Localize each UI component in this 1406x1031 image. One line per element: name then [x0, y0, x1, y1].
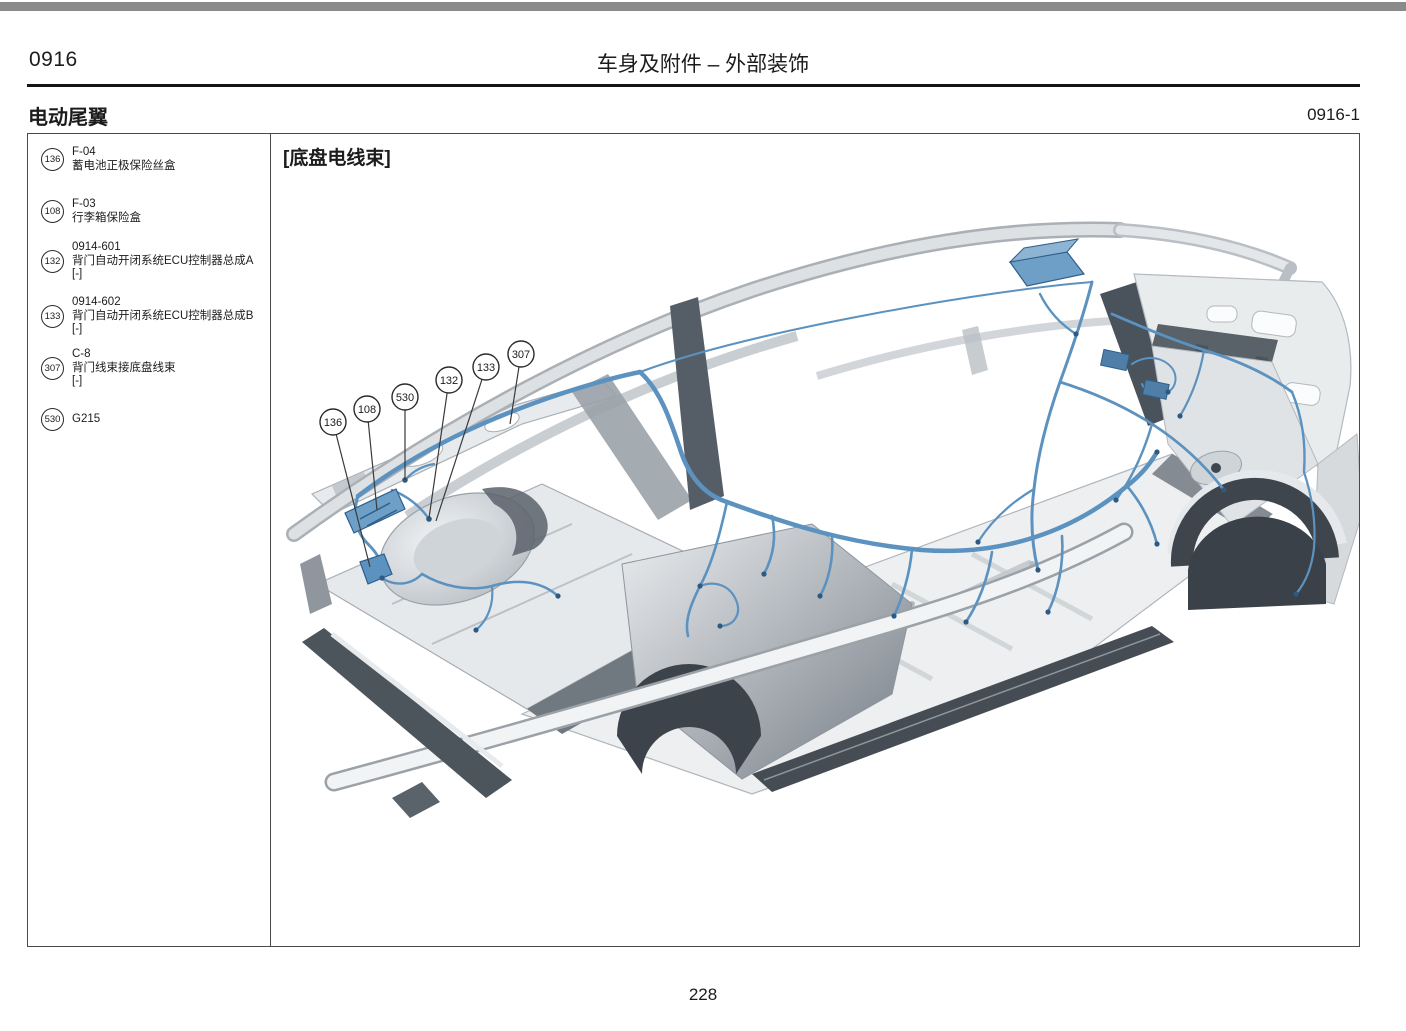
figure-caption: [底盘电线束] — [283, 148, 391, 169]
legend-circle-108: 108 — [41, 200, 64, 223]
callout-leader-133 — [435, 366, 487, 522]
header-rule — [27, 84, 1360, 87]
callouts-group: 136 108 530 132 133 307 — [319, 340, 535, 568]
callout-number-307: 307 — [512, 349, 530, 361]
callout-leader-136 — [332, 421, 371, 568]
legend-circle-530: 530 — [41, 408, 64, 431]
callout-leader-132 — [428, 379, 450, 519]
callout-number-133: 133 — [477, 362, 495, 374]
callout-circle-307 — [507, 340, 535, 368]
callout-circle-133 — [472, 353, 500, 381]
car-body-group — [286, 221, 1359, 818]
legend-item-530: 530 G215 — [41, 408, 100, 431]
car-body-illustration: 136 108 530 132 133 307 — [286, 221, 1359, 818]
doc-code: 0916 — [29, 48, 78, 71]
top-gray-bar — [0, 2, 1406, 11]
header-title: 车身及附件 – 外部装饰 — [596, 53, 810, 76]
harness-components-group — [344, 238, 1299, 633]
callout-circle-530 — [391, 383, 419, 411]
legend-circle-136: 136 — [41, 148, 64, 171]
illustration-panel: 136 108 530 132 133 307 [底盘电线束] — [272, 134, 1359, 945]
callout-number-132: 132 — [440, 375, 458, 387]
callout-number-136: 136 — [324, 417, 342, 429]
figure-code: 0916-1 — [1307, 105, 1360, 124]
callout-circle-136 — [319, 408, 347, 436]
legend-circle-307: 307 — [41, 356, 64, 380]
legend-circle-133: 133 — [41, 304, 64, 328]
callout-circle-108 — [353, 395, 381, 423]
callout-number-108: 108 — [358, 404, 376, 416]
callout-number-530: 530 — [396, 392, 414, 404]
callout-leader-108 — [366, 408, 378, 511]
callout-circle-132 — [435, 366, 463, 394]
legend-label: G215 — [72, 412, 101, 425]
legend-circle-132: 132 — [41, 249, 64, 273]
page-number: 228 — [688, 985, 718, 1004]
section-title: 电动尾翼 — [28, 107, 108, 129]
